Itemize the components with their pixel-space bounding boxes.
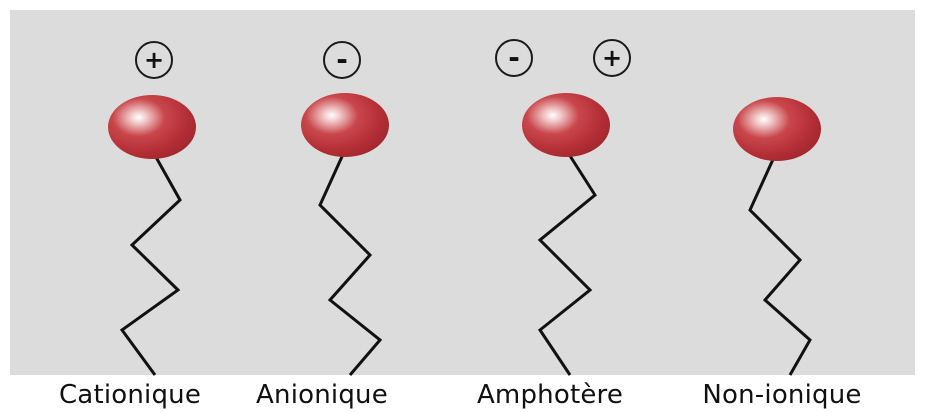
amphotere-negative-charge-icon: -: [495, 39, 533, 77]
amphotere-label: Amphotère: [460, 380, 640, 410]
anionique-label: Anionique: [232, 380, 412, 410]
cationique-label: Cationique: [40, 380, 220, 410]
non-ionique-tail: [750, 155, 810, 375]
anionique-negative-charge-icon: -: [323, 41, 361, 79]
anionique-head: [301, 93, 389, 157]
cationique-positive-charge-icon: +: [135, 41, 173, 79]
cationique-tail: [122, 150, 180, 375]
cationique-head: [108, 95, 196, 159]
non-ionique-head: [733, 97, 821, 161]
anionique-tail: [320, 150, 380, 375]
amphotere-head: [522, 93, 610, 157]
amphotere-positive-charge-icon: +: [593, 39, 631, 77]
amphotere-tail: [540, 148, 595, 375]
non-ionique-label: Non-ionique: [692, 380, 872, 410]
